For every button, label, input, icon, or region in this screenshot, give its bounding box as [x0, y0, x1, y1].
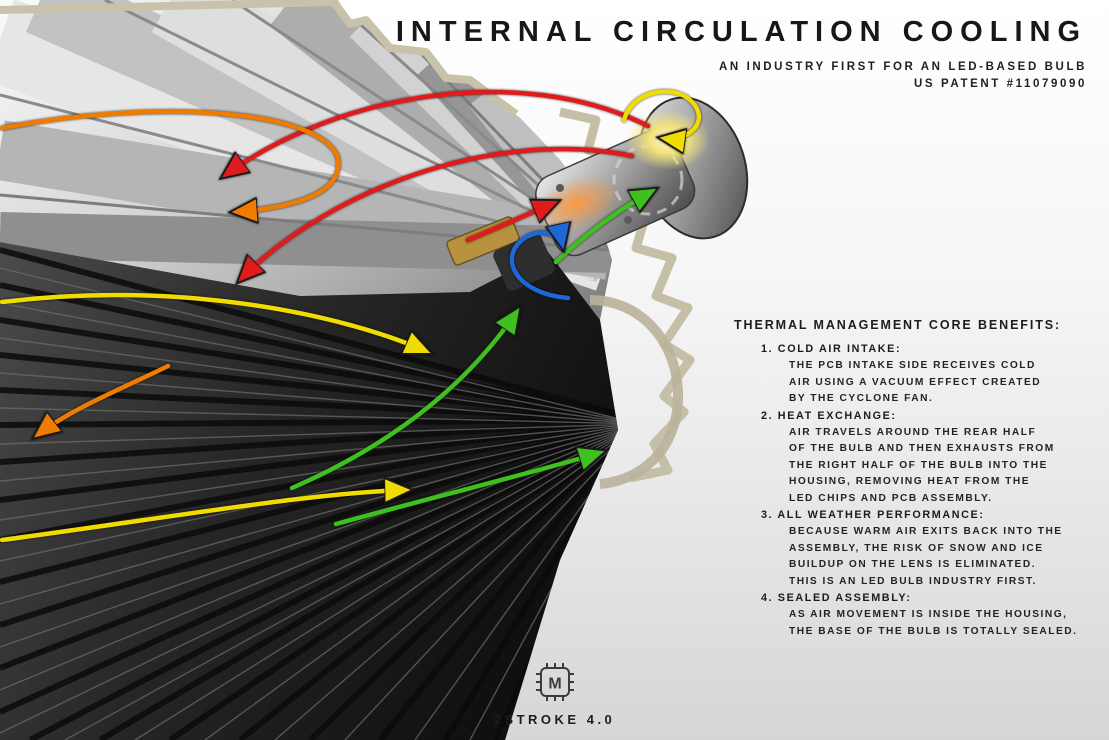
benefit-item: 3. ALL WEATHER PERFORMANCE: BECAUSE WARM…: [734, 507, 1096, 590]
benefit-item-line: BECAUSE WARM AIR EXITS BACK INTO THE: [789, 526, 1063, 537]
red-flow-arrow-2: [240, 146, 635, 280]
yellow-flow-arrow-1: [0, 292, 428, 352]
page-title: INTERNAL CIRCULATION COOLING: [395, 16, 1087, 48]
chip-pins: [535, 663, 574, 701]
heatsink-region: [0, 242, 618, 740]
benefit-item-label: 1. COLD AIR INTAKE:: [761, 343, 902, 355]
red-flow-arrow-1: [224, 89, 651, 176]
benefit-item-line: AS AIR MOVEMENT IS INSIDE THE HOUSING,: [789, 609, 1068, 620]
benefit-item: 2. HEAT EXCHANGE: AIR TRAVELS AROUND THE…: [734, 408, 1096, 508]
bulb-socket-ring-edge: [589, 295, 684, 489]
benefit-item-line: BY THE CYCLONE FAN.: [789, 393, 934, 404]
benefit-item-line: OF THE BULB AND THEN EXHAUSTS FROM: [789, 443, 1055, 454]
benefit-item-line: AIR TRAVELS AROUND THE REAR HALF: [789, 426, 1037, 438]
benefit-item-line: THE RIGHT HALF OF THE BULB INTO THE: [789, 459, 1048, 471]
green-flow-arrow-2: [333, 452, 602, 527]
blue-flow-arrow-1: [509, 233, 568, 301]
benefits-section: THERMAL MANAGEMENT CORE BENEFITS: 1. COL…: [734, 318, 1096, 640]
yellow-flow-arrow-3: [621, 89, 702, 138]
benefit-item-line: ASSEMBLY, THE RISK OF SNOW AND ICE: [789, 542, 1044, 554]
pcb-board: [446, 216, 520, 266]
subtitle-line-1: AN INDUSTRY FIRST FOR AN LED-BASED BULB: [718, 61, 1087, 73]
bulb-base: [493, 233, 555, 291]
housing-cut-edge-top: [0, 0, 519, 118]
brand-name: 2STROKE 4.0: [493, 712, 616, 727]
benefit-item-line: THIS IS AN LED BULB INDUSTRY FIRST.: [789, 575, 1037, 587]
benefit-item-label: 4. SEALED ASSEMBLY:: [761, 592, 912, 604]
benefit-item: 1. COLD AIR INTAKE: THE PCB INTAKE SIDE …: [734, 341, 1096, 408]
airflow-arrows: [0, 89, 702, 543]
subtitle-line-2: US PATENT #11079090: [914, 78, 1087, 90]
green-flow-arrow-1: [289, 310, 518, 491]
benefit-item-label: 2. HEAT EXCHANGE:: [761, 409, 897, 422]
benefit-item-line: AIR USING A VACUUM EFFECT CREATED: [789, 376, 1042, 388]
logo-letter: M: [548, 676, 561, 693]
yellow-flow-arrow-2: [0, 490, 408, 543]
red-flow-arrow-3: [465, 202, 556, 243]
brand-footer: M 2STROKE 4.0: [0, 660, 1109, 727]
benefit-item-label: 3. ALL WEATHER PERFORMANCE:: [761, 509, 985, 521]
benefits-heading: THERMAL MANAGEMENT CORE BENEFITS:: [734, 318, 1062, 332]
header: INTERNAL CIRCULATION COOLING AN INDUSTRY…: [396, 16, 1087, 93]
benefit-item: 4. SEALED ASSEMBLY: AS AIR MOVEMENT IS I…: [734, 590, 1096, 640]
benefit-item-line: THE BASE OF THE BULB IS TOTALLY SEALED.: [789, 625, 1078, 637]
benefit-item-line: BUILDUP ON THE LENS IS ELIMINATED.: [789, 559, 1037, 570]
benefit-item-line: HOUSING, REMOVING HEAT FROM THE: [789, 476, 1031, 487]
orange-flow-arrow-1: [0, 109, 341, 212]
benefit-item-line: THE PCB INTAKE SIDE RECEIVES COLD: [789, 360, 1036, 371]
subtitle: AN INDUSTRY FIRST FOR AN LED-BASED BULB …: [396, 59, 1087, 93]
chip-logo-icon: M: [535, 663, 574, 701]
orange-flow-arrow-2: [36, 363, 171, 436]
benefit-item-line: LED CHIPS AND PCB ASSEMBLY.: [789, 492, 993, 504]
